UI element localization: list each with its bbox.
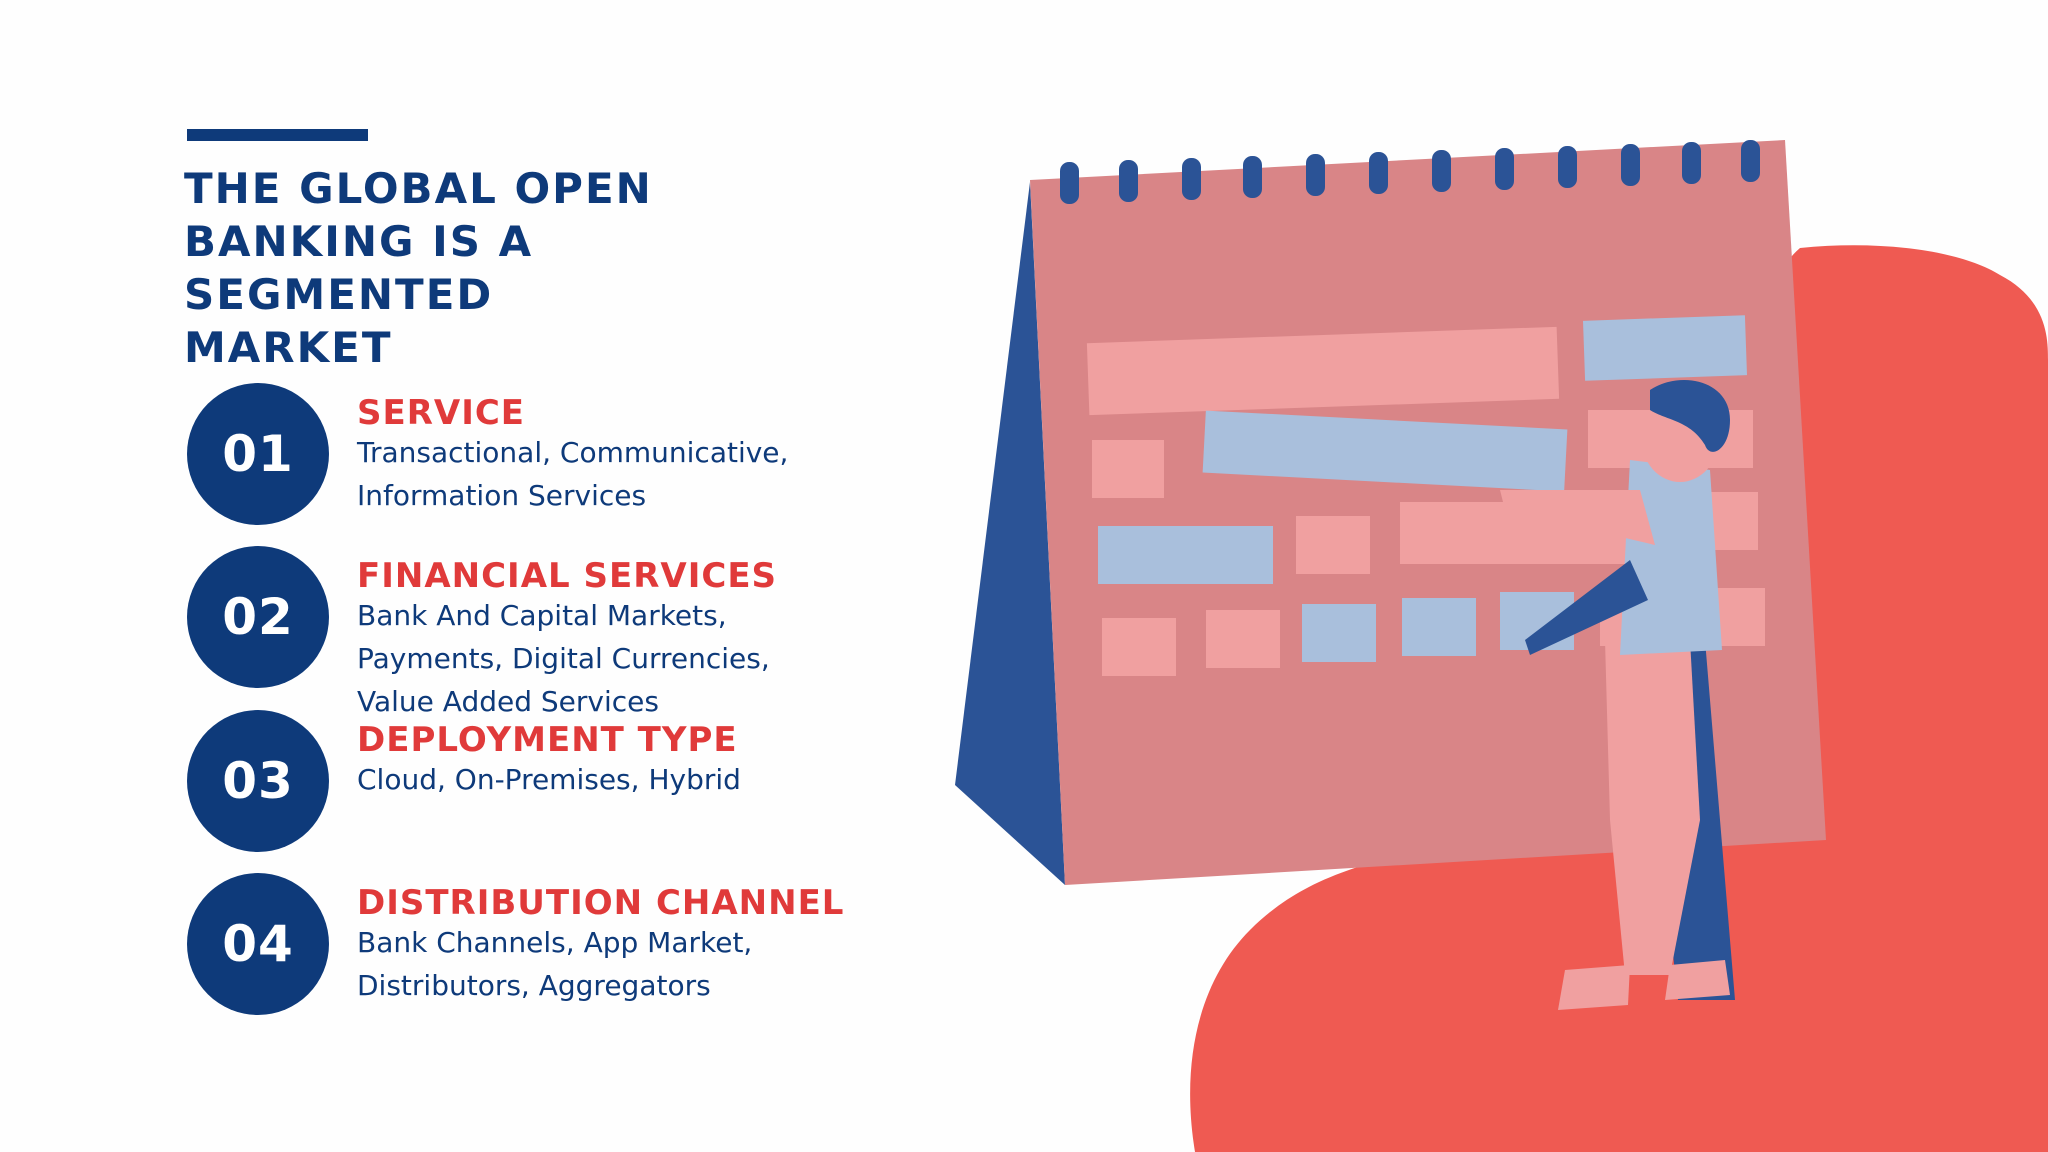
segment-description: Bank Channels, App Market, Distributors,… [357, 926, 753, 1002]
segment-title: Financial Services [357, 556, 778, 596]
segment-number-badge: 04 [187, 873, 329, 1015]
segment-number-badge: 01 [187, 383, 329, 525]
person-figure [1500, 380, 1735, 1010]
segment-title: Service [357, 393, 526, 433]
calendar-illustration [955, 140, 2048, 1152]
background-blob [1190, 245, 2048, 1152]
segment-number-badge: 03 [187, 710, 329, 852]
page-title: The Global Open Banking is a Segmented M… [184, 164, 653, 372]
segment-title: Distribution Channel [357, 883, 845, 923]
spiral-rings [1060, 140, 1760, 204]
segment-description: Bank And Capital Markets, Payments, Digi… [357, 599, 770, 718]
calendar-stand [955, 182, 1065, 885]
segment-title: Deployment Type [357, 720, 738, 760]
segment-number-badge: 02 [187, 546, 329, 688]
segment-description: Cloud, On-Premises, Hybrid [357, 763, 741, 796]
accent-bar [187, 129, 368, 141]
held-block [1202, 410, 1568, 492]
segment-description: Transactional, Communicative, Informatio… [357, 436, 789, 512]
